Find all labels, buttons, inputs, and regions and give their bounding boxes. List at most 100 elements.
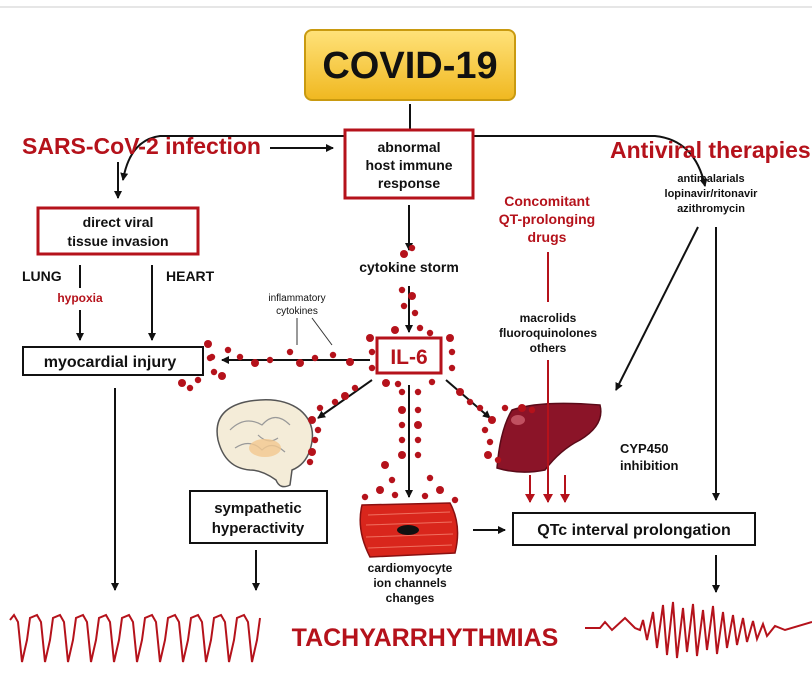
qtc-prolongation-text: QTc interval prolongation xyxy=(537,522,731,539)
cytokine-dot xyxy=(366,334,374,342)
cytokine-dot xyxy=(236,353,244,361)
cytokine-dot xyxy=(408,292,416,300)
cytokine-dot xyxy=(486,438,494,446)
sympathetic-line-2: hyperactivity xyxy=(212,520,305,537)
cytokine-dot xyxy=(204,340,212,348)
cytokine-dot xyxy=(414,451,422,459)
cytokine-dot xyxy=(224,346,232,354)
drugs-heading-1: Concomitant xyxy=(504,193,590,209)
cytokine-dot xyxy=(178,379,186,387)
cytokine-dot xyxy=(331,398,339,406)
drug-others: others xyxy=(530,341,567,355)
cytokine-dot xyxy=(351,384,359,392)
cytokine-dot xyxy=(398,436,406,444)
drugs-heading-2: QT-prolonging xyxy=(499,211,595,227)
il6-to-liver-arrow xyxy=(445,379,491,419)
cytokine-dot xyxy=(186,384,194,392)
cytokine-dot xyxy=(388,476,396,484)
cytokine-dot xyxy=(341,392,349,400)
il6-box xyxy=(375,336,443,375)
antiviral-to-liver-arrow xyxy=(615,226,699,391)
immune-line-2: host immune xyxy=(365,157,452,173)
cytokine-dot xyxy=(296,359,304,367)
cytokine-dot xyxy=(314,426,322,434)
cytokine-dot xyxy=(266,356,274,364)
cytokine-dot xyxy=(414,388,422,396)
cytokine-dot xyxy=(311,436,319,444)
cardiomyocyte-line-2: ion channels xyxy=(373,576,447,590)
cytokine-dot xyxy=(329,351,337,359)
cyp450-label: CYP450 xyxy=(620,441,668,456)
antiviral-azithromycin: azithromycin xyxy=(677,203,745,215)
drug-macrolids: macrolids xyxy=(520,311,577,325)
cytokine-dot xyxy=(398,286,406,294)
title-text: COVID-19 xyxy=(322,45,497,87)
cytokine-dot xyxy=(416,324,424,332)
immune-response-box xyxy=(343,128,475,200)
cytokine-dot xyxy=(414,406,422,414)
cytokine-dot xyxy=(361,493,369,501)
cytokine-dot xyxy=(194,376,202,384)
hypoxia-label: hypoxia xyxy=(57,291,103,305)
cytokine-dot xyxy=(251,359,259,367)
ecg-trace-icon xyxy=(9,613,261,663)
immune-line-3: response xyxy=(378,175,440,191)
cytokine-dot xyxy=(466,398,474,406)
antiviral-lopinavir: lopinavir/ritonavir xyxy=(665,188,759,200)
cytokine-dot xyxy=(400,250,408,258)
brain-icon xyxy=(216,399,314,488)
cytokine-dot xyxy=(446,334,454,342)
sars-cov-2-heading: SARS-CoV-2 infection xyxy=(22,133,261,159)
cytokine-dot xyxy=(411,309,419,317)
cytokine-dot xyxy=(501,404,509,412)
inflammatory-label-2: cytokines xyxy=(276,306,318,317)
sympathetic-line-1: sympathetic xyxy=(214,500,302,517)
il6-text: IL-6 xyxy=(390,346,427,369)
cytokine-dot xyxy=(456,388,464,396)
cytokine-dot xyxy=(426,474,434,482)
cytokine-dot xyxy=(391,491,399,499)
cardiomyocyte-line-3: changes xyxy=(386,591,435,605)
cytokine-dot xyxy=(448,348,456,356)
heart-label: HEART xyxy=(166,268,215,284)
cytokine-dot xyxy=(414,436,422,444)
inflammatory-label-1: inflammatory xyxy=(268,293,325,304)
cytokine-dot xyxy=(368,364,376,372)
cytokine-dot xyxy=(308,416,316,424)
drugs-heading-3: drugs xyxy=(528,229,567,245)
cytokine-dot xyxy=(346,358,354,366)
cardiomyocyte-line-1: cardiomyocyte xyxy=(368,561,453,575)
cytokine-dot xyxy=(421,492,429,500)
drug-fluoroquinolones: fluoroquinolones xyxy=(499,326,597,340)
cytokine-dot xyxy=(206,354,214,362)
cytokine-dot xyxy=(376,486,384,494)
cytokine-dot xyxy=(451,496,459,504)
cytokine-dot xyxy=(210,368,218,376)
direct-viral-invasion-box xyxy=(36,206,200,256)
antiviral-antimalarials: antimalarials xyxy=(677,173,744,185)
cytokine-dot xyxy=(414,421,422,429)
ecg-trace-icon xyxy=(585,601,812,659)
cytokine-dot xyxy=(481,426,489,434)
cytokine-dot xyxy=(448,364,456,372)
title-box xyxy=(304,29,516,101)
qtc-prolongation-box xyxy=(512,512,756,546)
cytokine-dot xyxy=(518,404,526,412)
lung-label: LUNG xyxy=(22,268,62,284)
cytokine-dot xyxy=(398,406,406,414)
sympathetic-hyperactivity-box xyxy=(189,490,328,544)
cytokine-dot xyxy=(394,380,402,388)
cytokine-dot xyxy=(528,406,536,414)
cytokine-dot xyxy=(398,451,406,459)
cytokine-dot xyxy=(306,458,314,466)
tachyarrhythmias-label: TACHYARRHYTHMIAS xyxy=(292,624,559,652)
invasion-line-1: direct viral xyxy=(83,214,154,230)
cytokine-dot xyxy=(398,421,406,429)
cytokine-dot xyxy=(400,302,408,310)
antiviral-heading: Antiviral therapies xyxy=(610,137,811,163)
cytokine-dot xyxy=(428,378,436,386)
cytokine-dot xyxy=(286,348,294,356)
immune-line-1: abnormal xyxy=(377,139,440,155)
cytokine-dot xyxy=(408,244,416,252)
